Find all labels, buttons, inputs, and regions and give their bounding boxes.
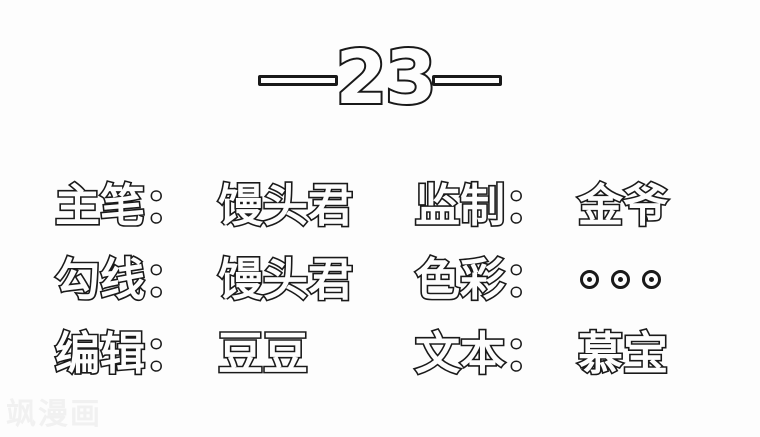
credit-label: 监制： bbox=[413, 178, 551, 232]
credit-row: 勾线： 馒头君 色彩： bbox=[0, 242, 760, 316]
right-dash-rule-icon bbox=[432, 74, 503, 86]
credit-label: 编辑： bbox=[53, 326, 191, 380]
credit-entry-producer: 监制： 金爷 bbox=[380, 178, 760, 232]
credit-label: 主笔： bbox=[53, 178, 191, 232]
credit-value: 豆豆 bbox=[216, 326, 309, 380]
credit-label: 文本： bbox=[413, 326, 551, 380]
circled-dot-icon bbox=[611, 269, 630, 289]
credit-row: 主笔： 馒头君 监制： 金爷 bbox=[0, 168, 760, 242]
chapter-number: 23 bbox=[334, 34, 439, 121]
credit-entry-color: 色彩： bbox=[380, 252, 760, 306]
chapter-header: 23 bbox=[0, 34, 760, 121]
credit-entry-editor: 编辑： 豆豆 bbox=[0, 326, 380, 380]
credit-value: 慕宝 bbox=[576, 326, 669, 380]
credit-value: 馒头君 bbox=[216, 178, 354, 232]
platform-watermark: 飒漫画 bbox=[6, 397, 102, 432]
credit-label: 色彩： bbox=[413, 252, 551, 306]
credits-list: 主笔： 馒头君 监制： 金爷 勾线： 馒头君 色彩： bbox=[0, 168, 760, 390]
credit-entry-line-art: 勾线： 馒头君 bbox=[0, 252, 380, 306]
credit-entry-script: 文本： 慕宝 bbox=[380, 326, 760, 380]
credit-value: 馒头君 bbox=[216, 252, 354, 306]
credit-label: 勾线： bbox=[53, 252, 191, 306]
credit-value: 金爷 bbox=[576, 178, 669, 232]
left-dash-rule-icon bbox=[257, 74, 338, 86]
credit-value-dot-marks bbox=[578, 269, 661, 289]
credit-row: 编辑： 豆豆 文本： 慕宝 bbox=[0, 316, 760, 390]
circled-dot-icon bbox=[642, 269, 661, 289]
credit-entry-lead-artist: 主笔： 馒头君 bbox=[0, 178, 380, 232]
circled-dot-icon bbox=[580, 269, 599, 289]
